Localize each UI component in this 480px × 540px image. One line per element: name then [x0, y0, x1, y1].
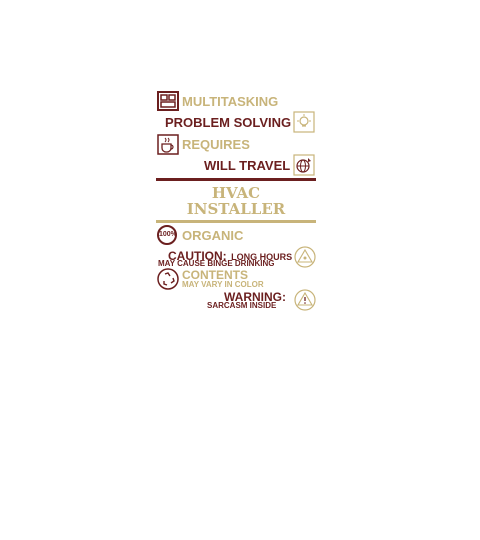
coffee-cup-icon: [157, 134, 179, 155]
multitasking-text: MULTITASKING: [182, 94, 279, 109]
problem-solving-text: PROBLEM SOLVING: [165, 115, 292, 130]
caution-text: CAUTION:: [168, 249, 227, 263]
warning-icon: [294, 289, 316, 311]
recycle-icon: [157, 268, 179, 290]
requires-text: REQUIRES: [182, 137, 250, 152]
title-line-1: HVAC: [211, 184, 261, 202]
organic-badge-icon: 100%: [157, 225, 177, 245]
lightbulb-icon: [293, 111, 315, 133]
organic-text: ORGANIC: [182, 228, 244, 243]
divider-bottom: [156, 220, 316, 223]
vary-text: MAY VARY IN COLOR: [182, 280, 264, 289]
contents-text: CONTENTS: [182, 268, 248, 282]
long-hours-text: LONG HOURS: [231, 252, 293, 262]
will-travel-text: WILL TRAVEL: [204, 158, 291, 173]
caution-line: CAUTION: LONG HOURS: [168, 248, 292, 264]
divider-top: [156, 178, 316, 181]
radiation-icon: [294, 246, 316, 268]
sarcasm-text: SARCASM INSIDE: [207, 301, 277, 310]
title-line-2: INSTALLER: [186, 200, 286, 218]
grid-icon: [157, 91, 179, 111]
organic-badge-text: 100%: [159, 231, 177, 238]
warning-text: WARNING:: [224, 290, 286, 304]
globe-icon: [293, 154, 315, 176]
binge-text: MAY CAUSE BINGE DRINKING: [158, 259, 275, 268]
